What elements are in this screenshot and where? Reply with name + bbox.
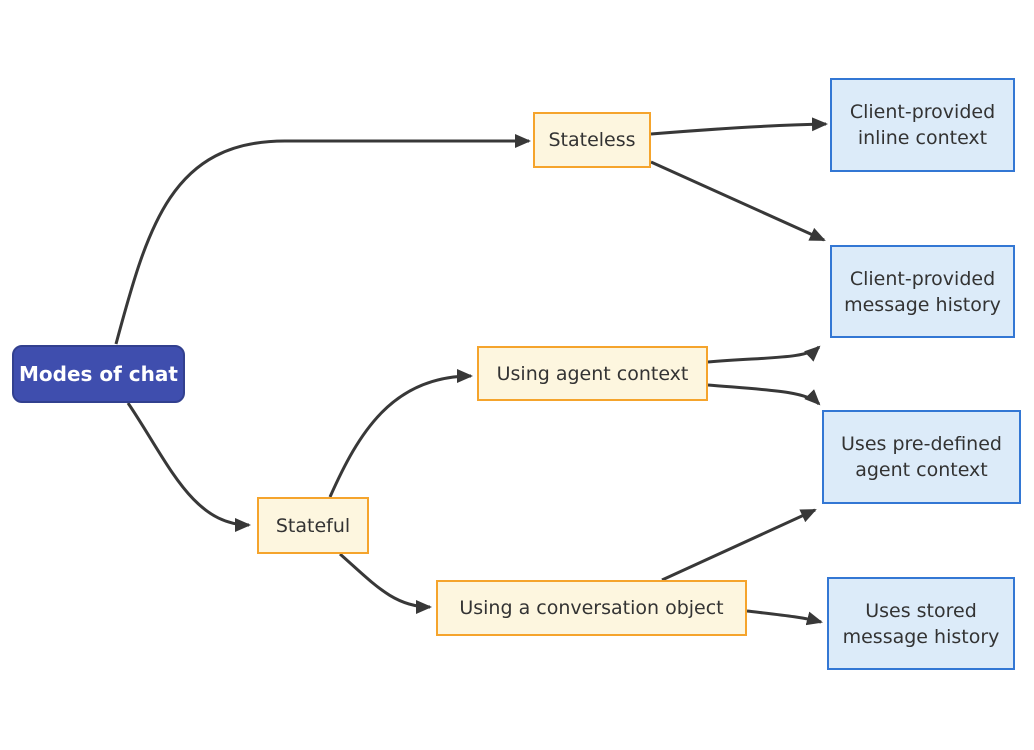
node-label-line-2: agent context	[855, 459, 988, 481]
node-modes-of-chat: Modes of chat	[12, 345, 185, 403]
edge-modes-of-chat-to-stateful	[126, 402, 251, 532]
edge-stateless-to-inline-context	[650, 117, 828, 136]
node-label: Modes of chat	[19, 362, 178, 386]
node-label: Stateful	[275, 514, 351, 537]
edge-conversation-object-to-predefined-context	[661, 508, 817, 582]
edge-stateful-to-conversation-object	[339, 552, 432, 614]
node-using-agent-context: Using agent context	[477, 346, 708, 401]
edge-agent-context-to-predefined-context	[707, 383, 821, 406]
node-stateless: Stateless	[533, 112, 651, 168]
node-label-line-1: Uses pre-defined	[841, 433, 1002, 455]
node-uses-pre-defined-agent-context: Uses pre-defined agent context	[822, 410, 1021, 504]
node-stateful: Stateful	[257, 497, 369, 554]
edge-stateless-to-message-history	[650, 160, 826, 242]
edge-stateful-to-agent-context	[328, 369, 473, 498]
node-label-line-1: Client-provided	[849, 101, 996, 123]
node-client-provided-message-history: Client-provided message history	[830, 245, 1015, 338]
node-client-provided-inline-context: Client-provided inline context	[830, 78, 1015, 172]
edge-modes-of-chat-to-stateless	[114, 134, 531, 345]
node-uses-stored-message-history: Uses stored message history	[827, 577, 1015, 670]
node-using-a-conversation-object: Using a conversation object	[436, 580, 747, 636]
edge-conversation-object-to-stored-history	[746, 609, 823, 626]
node-label-line-2: inline context	[857, 127, 988, 149]
node-label-line-1: Client-provided	[849, 267, 996, 290]
node-label-line-1: Uses stored	[865, 599, 977, 622]
node-label: Stateless	[548, 129, 636, 151]
node-label: Using a conversation object	[459, 597, 724, 619]
node-label: Using agent context	[496, 362, 689, 385]
node-label-line-2: message history	[842, 625, 1000, 648]
node-label-line-2: message history	[844, 293, 1001, 316]
edge-agent-context-to-message-history	[707, 345, 821, 364]
